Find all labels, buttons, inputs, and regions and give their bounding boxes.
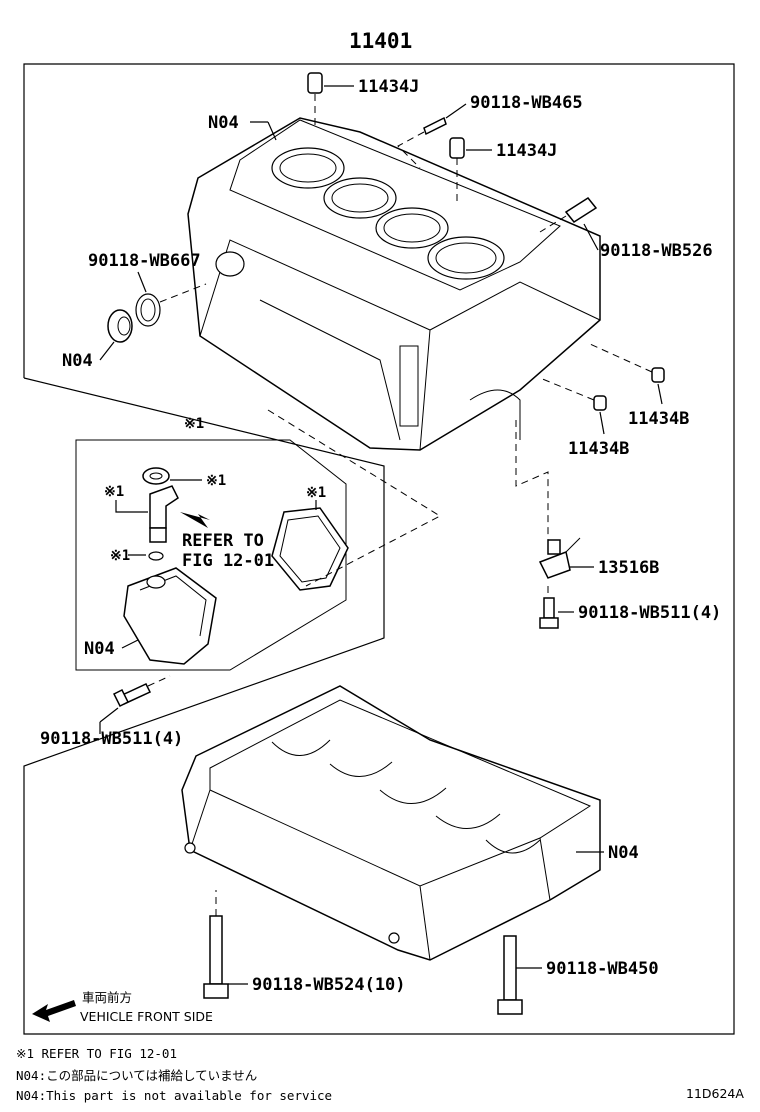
callout-wb511-cover: 90118-WB511(4) <box>40 729 183 749</box>
oring-mark: ※1 <box>110 548 130 564</box>
lower-bolt-short <box>203 915 229 999</box>
subassembly-frame <box>75 439 347 671</box>
subassembly-marker: ※1 <box>184 416 204 432</box>
o-ring <box>148 551 164 561</box>
note-english: N04:This part is not available for servi… <box>16 1088 332 1103</box>
refer-line2: FIG 12-01 <box>182 551 274 571</box>
plug-11434j-second <box>449 137 465 159</box>
callout-n04-lower: N04 <box>608 843 639 863</box>
note-japanese: N04:この部品については補給していません <box>16 1068 257 1083</box>
callout-11434j-second: 11434J <box>496 141 557 161</box>
plug-cap <box>107 309 133 343</box>
assembly-bracket <box>23 63 735 1035</box>
callout-11434j-top: 11434J <box>358 77 419 97</box>
assembly-part-number: 11401 <box>349 29 412 53</box>
pin-11434b-2 <box>593 395 607 411</box>
lower-crankcase <box>181 685 601 961</box>
callout-13516b: 13516B <box>598 558 659 578</box>
refer-line1: REFER TO <box>182 531 264 551</box>
callout-wb667: 90118-WB667 <box>88 251 201 271</box>
gasket-mark: ※1 <box>306 485 326 501</box>
callout-wb511-sensor: 90118-WB511(4) <box>578 603 721 623</box>
pcv-valve <box>149 485 179 543</box>
plug-11434j-top <box>307 72 323 94</box>
knock-sensor <box>538 537 581 579</box>
seal-ring <box>135 293 161 327</box>
note-refer: ※1 REFER TO FIG 12-01 <box>16 1046 177 1061</box>
callout-wb526: 90118-WB526 <box>600 241 713 261</box>
oil-separator-cover <box>123 567 217 665</box>
callout-n04-cap: N04 <box>62 351 93 371</box>
callout-wb524: 90118-WB524(10) <box>252 975 406 995</box>
lower-bolt-long <box>497 935 523 1015</box>
figure-code: 11D624A <box>686 1086 744 1101</box>
stud-wb465 <box>423 116 447 136</box>
pcv-seal <box>142 467 170 485</box>
direction-japanese: 車両前方 <box>82 990 132 1005</box>
cover-label: N04 <box>84 639 115 659</box>
direction-english: VEHICLE FRONT SIDE <box>80 1009 213 1024</box>
callout-wb450: 90118-WB450 <box>546 959 659 979</box>
callout-11434b-2: 11434B <box>568 439 629 459</box>
front-arrow-icon <box>32 1000 76 1022</box>
callout-11434b-1: 11434B <box>628 409 689 429</box>
gasket <box>271 507 349 591</box>
upper-cylinder-block <box>187 117 601 451</box>
pcv-seal-mark: ※1 <box>206 473 226 489</box>
pin-11434b-1 <box>651 367 665 383</box>
sensor-bolt <box>539 597 559 629</box>
callout-n04-upper: N04 <box>208 113 239 133</box>
callout-wb465: 90118-WB465 <box>470 93 583 113</box>
refer-arrow <box>180 512 210 528</box>
pcv-valve-mark: ※1 <box>104 484 124 500</box>
cover-bolt <box>112 683 152 708</box>
stud-wb526 <box>564 197 598 223</box>
